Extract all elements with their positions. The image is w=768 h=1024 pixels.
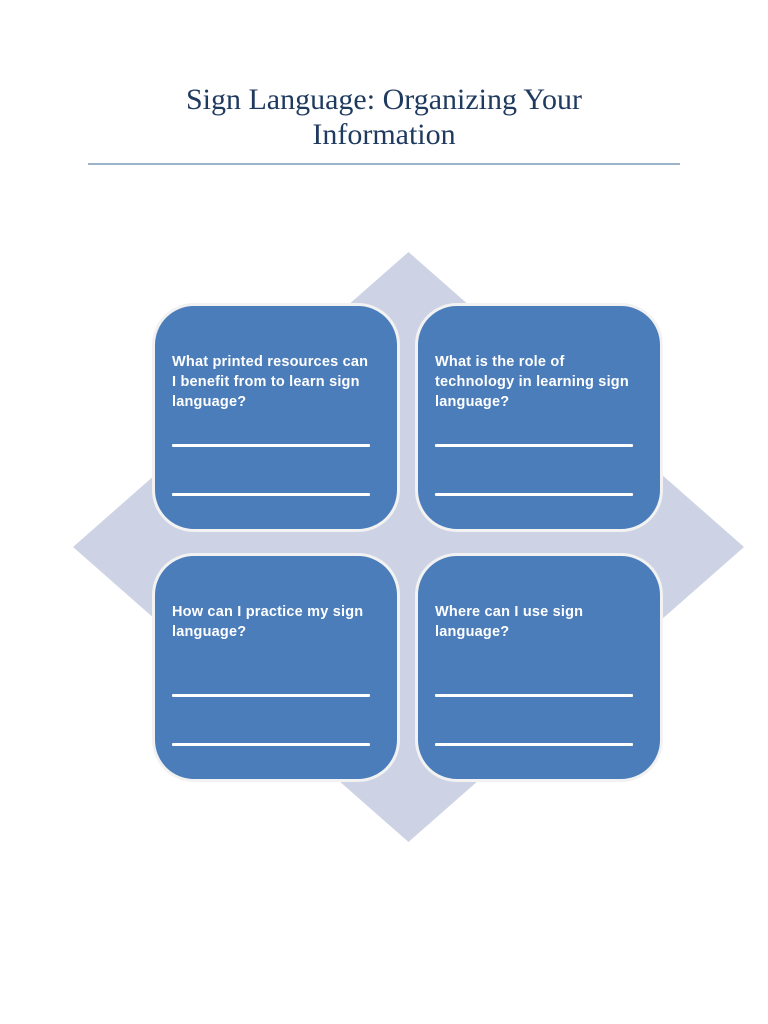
answer-line (172, 444, 370, 447)
title-underline-rule (88, 163, 680, 165)
answer-line (172, 493, 370, 496)
question-box-practice: How can I practice my sign language? (152, 553, 400, 782)
answer-line (172, 694, 370, 697)
question-box-printed-resources: What printed resources can I benefit fro… (152, 303, 400, 532)
question-box-where-to-use: Where can I use sign language? (415, 553, 663, 782)
answer-line (435, 444, 633, 447)
question-text: What is the role of technology in learni… (435, 354, 629, 410)
question-text: Where can I use sign language? (435, 604, 584, 640)
page-title: Sign Language: Organizing Your Informati… (88, 82, 680, 152)
question-box-technology-role: What is the role of technology in learni… (415, 303, 663, 532)
page-title-line-1: Sign Language: Organizing Your (185, 83, 583, 116)
question-text: How can I practice my sign language? (172, 604, 364, 640)
answer-line (172, 743, 370, 746)
answer-line (435, 743, 633, 746)
answer-line (435, 493, 633, 496)
question-text: What printed resources can I benefit fro… (172, 354, 369, 410)
answer-line (435, 694, 633, 697)
page-title-line-2: Information (312, 118, 456, 151)
